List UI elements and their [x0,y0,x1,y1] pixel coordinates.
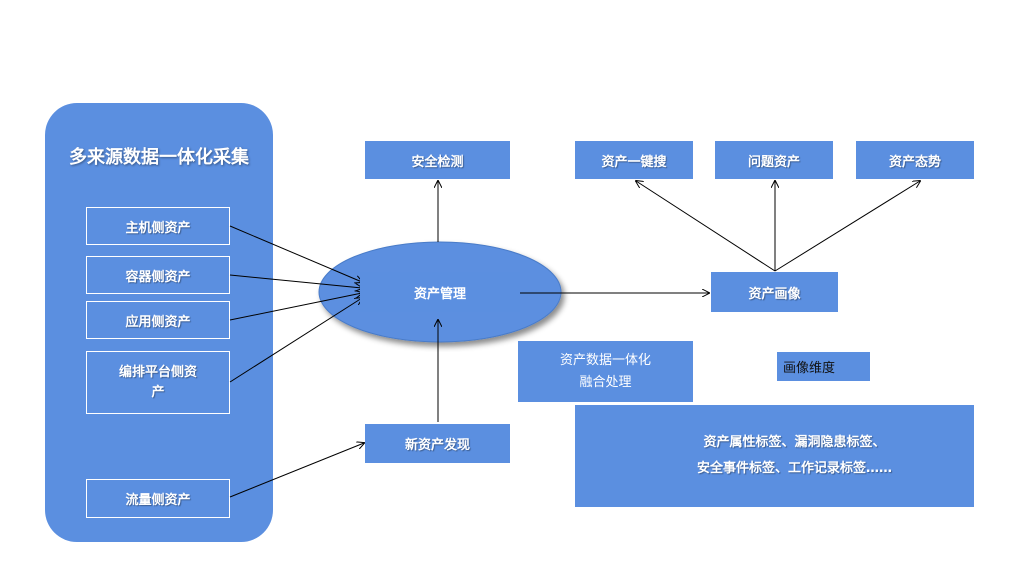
source-orchestration[interactable]: 编排平台侧资产 [86,351,230,414]
security-check-box[interactable]: 安全检测 [365,141,510,179]
asset-management[interactable]: 资产管理 [360,272,520,312]
fusion-line1: 资产数据一体化 [559,352,651,368]
tags-line1: 资产属性标签、漏洞隐患标签、 [703,435,886,450]
source-traffic[interactable]: 流量侧资产 [86,479,230,518]
source-application[interactable]: 应用侧资产 [86,301,230,339]
output-search-box[interactable]: 资产一键搜 [575,141,693,179]
portrait-dimension-label: 画像维度 [777,352,870,381]
asset-portrait-box[interactable]: 资产画像 [711,272,838,312]
source-host[interactable]: 主机侧资产 [86,207,230,245]
output-posture-box[interactable]: 资产态势 [856,141,974,179]
tags-line2: 安全事件标签、工作记录标签…… [696,461,892,476]
tags-box: 资产属性标签、漏洞隐患标签、 安全事件标签、工作记录标签…… [575,405,974,507]
source-container[interactable]: 容器侧资产 [86,256,230,294]
fusion-box: 资产数据一体化 融合处理 [518,341,693,402]
fusion-line2: 融合处理 [579,374,632,390]
new-asset-discovery-box[interactable]: 新资产发现 [365,424,510,463]
panel-title: 多来源数据一体化采集 [69,147,249,168]
output-problem-assets-box[interactable]: 问题资产 [715,141,833,179]
